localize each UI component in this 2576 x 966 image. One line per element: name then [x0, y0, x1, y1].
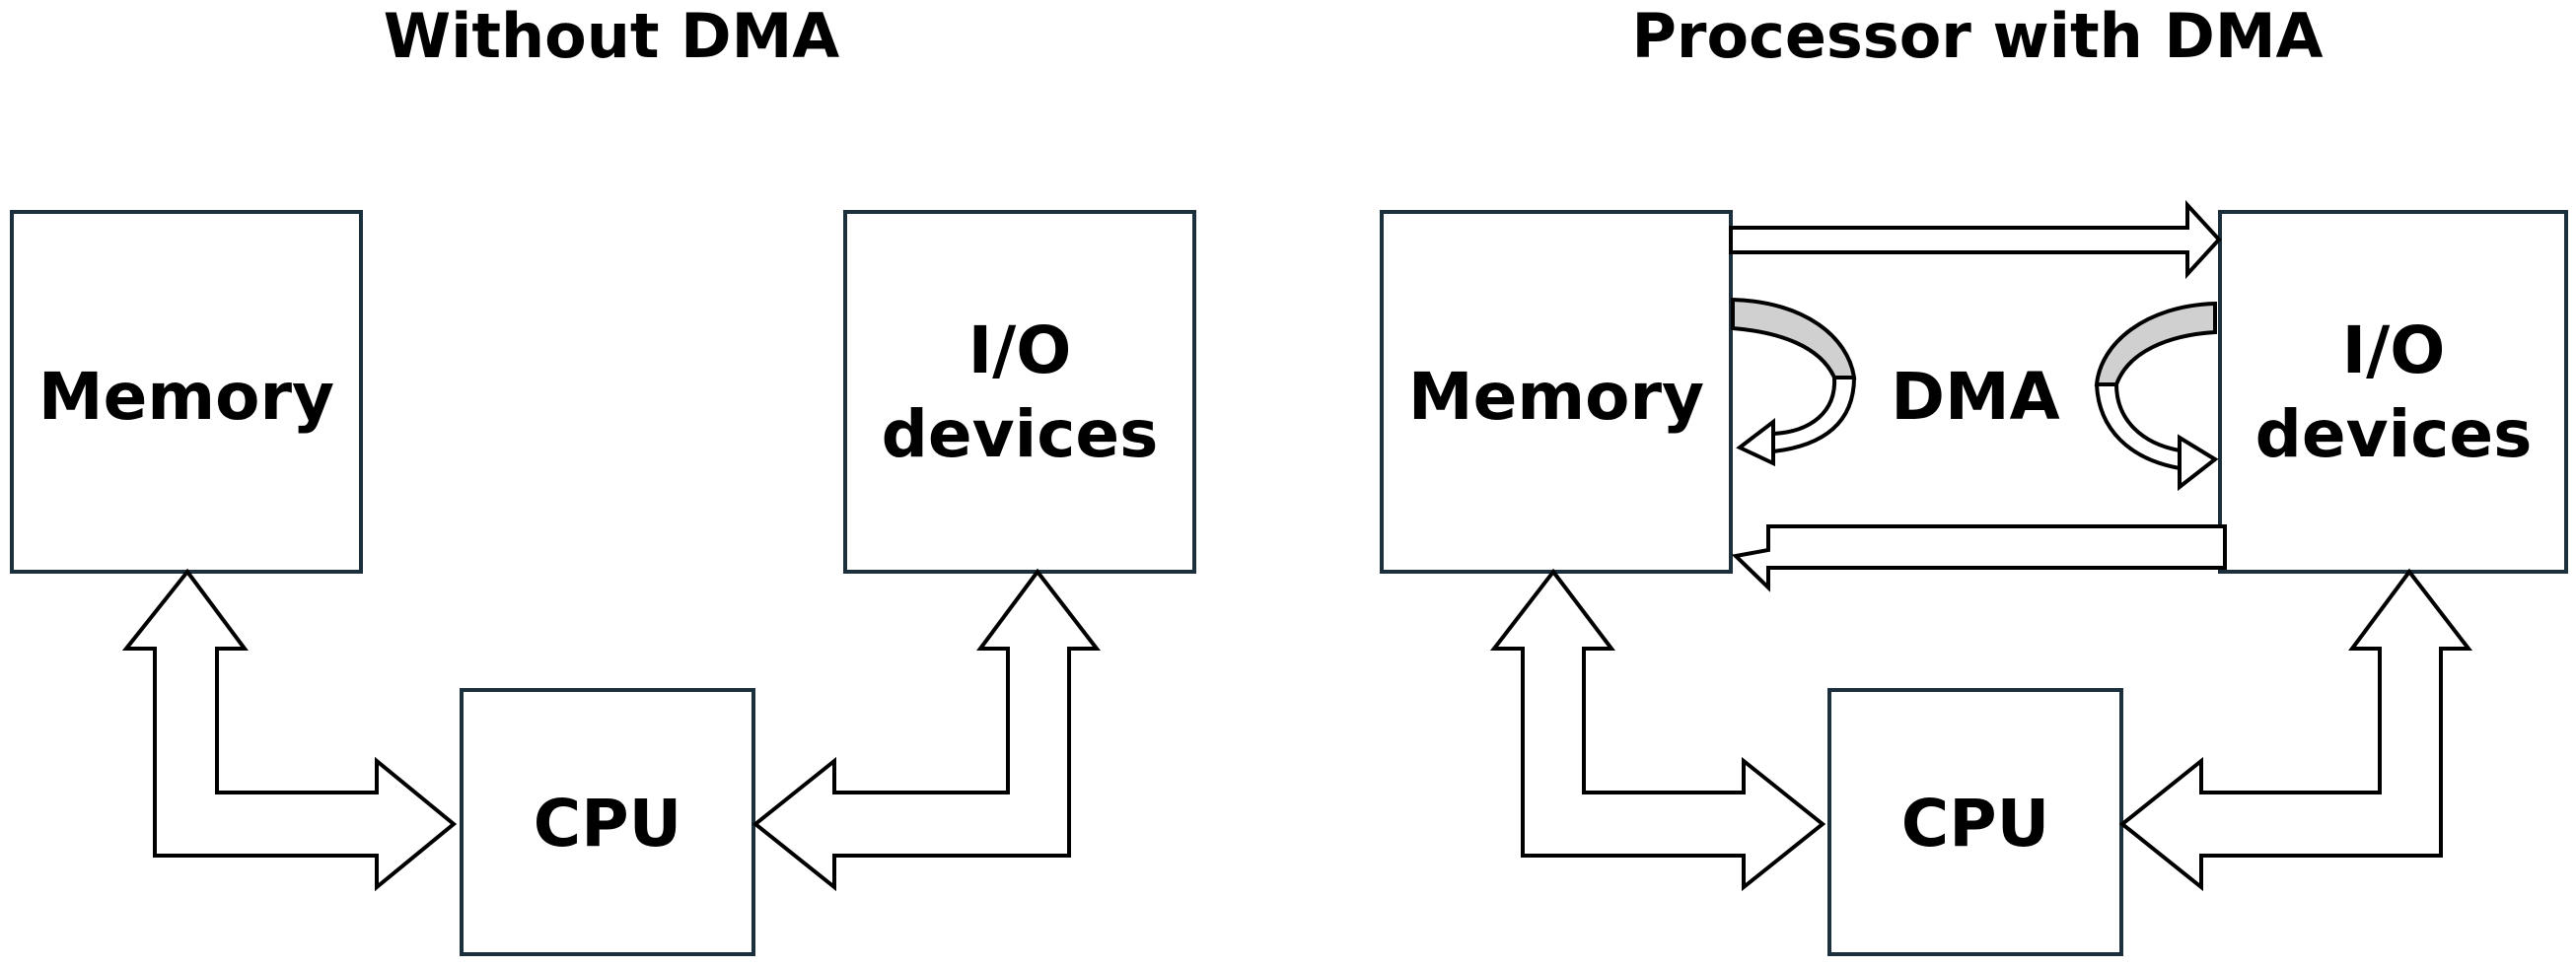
with-dma-title: Processor with DMA [1631, 0, 2323, 72]
memory-to-io-arrow [1729, 199, 2222, 280]
io-label-line1: I/O [968, 312, 1072, 388]
io-side-arc-body [2095, 383, 2181, 470]
io-side-arc-band [2094, 301, 2217, 386]
dma-curved-arrow-memory-side [1731, 297, 1857, 467]
io-label-line2-dma: devices [2255, 396, 2533, 472]
io-devices-box [843, 210, 1196, 574]
cpu-label-dma: CPU [1901, 786, 2049, 862]
dma-label: DMA [1891, 359, 2060, 435]
memory-label: Memory [38, 359, 334, 435]
memory-side-arrowhead [1736, 417, 1775, 467]
without-dma-panel: Without DMA Memory I/O devices CPU [10, 0, 1196, 956]
memory-cpu-arrow [121, 568, 458, 892]
memory-side-arc-band [1731, 297, 1857, 380]
dma-curved-arrow-io-side [2094, 301, 2219, 492]
cpu-label: CPU [534, 786, 681, 862]
cpu-box [460, 688, 755, 956]
io-label-line1-dma: I/O [2342, 312, 2446, 388]
memory-label-dma: Memory [1408, 359, 1704, 435]
cpu-box-dma [1827, 688, 2123, 956]
memory-box [10, 210, 363, 574]
io-side-arrowhead [2178, 434, 2219, 492]
io-cpu-arrow [751, 568, 1102, 892]
memory-box-dma [1380, 210, 1733, 574]
io-devices-box-dma [2218, 210, 2568, 574]
with-dma-panel: Processor with DMA Memory I/O devices CP… [1380, 0, 2568, 956]
io-cpu-arrow-dma [2118, 568, 2473, 892]
memory-cpu-arrow-dma [1489, 568, 1826, 892]
io-to-memory-arrow [1731, 524, 2227, 592]
io-label-line2: devices [882, 396, 1159, 472]
without-dma-title: Without DMA [384, 0, 840, 72]
memory-side-arc-body [1772, 377, 1856, 453]
